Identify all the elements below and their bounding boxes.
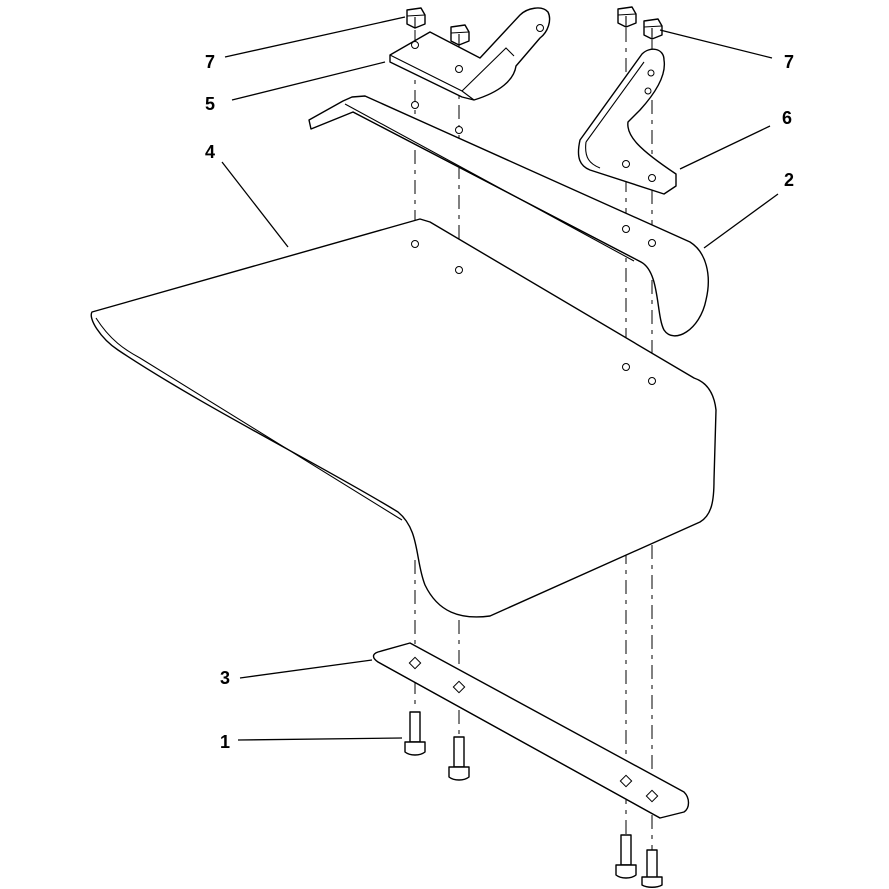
callout-7-right: 7 — [784, 52, 794, 72]
nut-4 — [643, 18, 663, 40]
bolt-2 — [448, 736, 470, 781]
leader-5 — [231, 61, 386, 101]
carriage-bolts-part-1 — [404, 711, 663, 888]
leader-lines — [221, 16, 779, 741]
bolt-4 — [641, 849, 663, 888]
leader-2 — [703, 193, 779, 249]
callout-labels: 7 5 4 7 6 2 3 1 — [205, 52, 794, 752]
lock-nuts-part-7 — [406, 6, 663, 46]
bolt-1 — [404, 711, 426, 756]
support-bar-part-2 — [308, 95, 709, 337]
clamp-strip-part-3 — [372, 642, 690, 819]
leader-6 — [679, 125, 771, 170]
callout-1: 1 — [220, 732, 230, 752]
callout-5: 5 — [205, 94, 215, 114]
leader-3 — [239, 659, 373, 679]
leader-7-left — [224, 16, 406, 58]
leader-1 — [237, 737, 403, 741]
nut-3 — [617, 6, 637, 28]
bracket-part-6 — [577, 48, 677, 195]
bracket-part-5 — [389, 7, 551, 101]
leader-4 — [221, 161, 289, 248]
callout-7-left: 7 — [205, 52, 215, 72]
callout-4: 4 — [205, 142, 215, 162]
callout-6: 6 — [782, 108, 792, 128]
nut-2 — [450, 24, 470, 46]
callout-2: 2 — [784, 170, 794, 190]
bolt-3 — [615, 834, 637, 879]
deflector-plate-part-4 — [90, 218, 717, 618]
callout-3: 3 — [220, 668, 230, 688]
leader-7-right — [659, 29, 773, 59]
nut-1 — [406, 7, 426, 29]
